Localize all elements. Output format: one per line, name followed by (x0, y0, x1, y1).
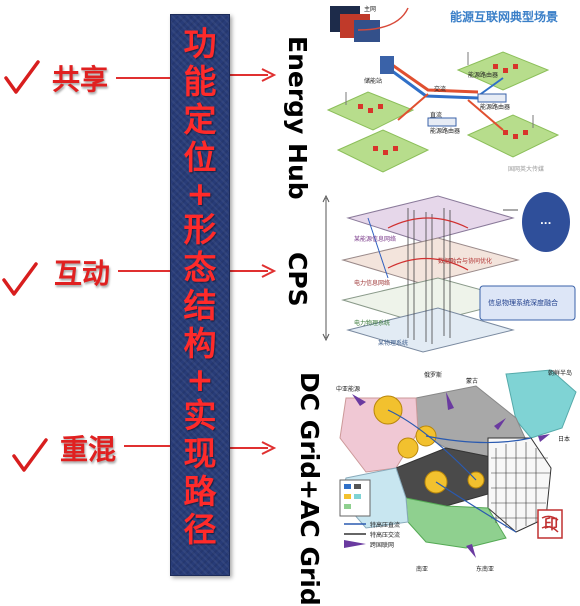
node-label-dc: 直流 (430, 112, 443, 119)
node-label-router: 能源路由器 (480, 104, 511, 111)
bar-char: 径 (183, 510, 217, 549)
cps-layer-label: 某能源信息网络 (354, 236, 397, 243)
node-label-router: 能源路由器 (468, 72, 499, 79)
left-connectors (2, 60, 277, 472)
map-label: 蒙古 (466, 378, 479, 385)
energy-hub-title: 能源互联网典型场景 (450, 10, 559, 24)
node-label-ac: 交流 (434, 86, 447, 93)
bar-char: 构 (183, 324, 217, 363)
node-label-storage: 储能站 (364, 78, 383, 85)
bar-char: 实 (183, 396, 217, 435)
map-label: 朝鲜半岛 (548, 370, 573, 377)
map-label: 南亚 (416, 566, 429, 573)
check-icon (4, 60, 40, 94)
label-energy-hub: Energy Hub (283, 36, 312, 200)
bar-char: 定 (183, 100, 217, 139)
cps-illustration (322, 192, 576, 353)
map-label: 日本 (558, 436, 571, 443)
label-interaction: 互动 (54, 257, 111, 290)
bar-char: 结 (183, 286, 217, 325)
node-label-router: 能源路由器 (430, 128, 461, 135)
bar-char: + (186, 360, 214, 399)
bar-char: 态 (183, 248, 217, 287)
bar-char: 路 (183, 472, 217, 511)
bar-char: 现 (183, 434, 217, 473)
map-label: 中亚能源 (336, 386, 361, 393)
energy-hub-diagram: 能源互联网典型场景 主网 交流 直流 储能站 能源路由器 能源路由器 能源路由器… (318, 0, 580, 180)
map-legend-item: 跨国联网 (370, 542, 395, 549)
bar-char: 功 (183, 24, 217, 63)
map-legend-item: 特高压交流 (370, 532, 401, 539)
label-remix: 重混 (60, 433, 117, 466)
map-label: 俄罗斯 (424, 372, 443, 379)
label-sharing: 共享 (52, 63, 109, 96)
watermark: 国网英大传媒 (508, 166, 545, 173)
energy-hub-illustration (326, 4, 576, 173)
center-bar: 功 能 定 位 + 形 态 结 构 + 实 现 路 径 (170, 14, 230, 576)
node-label-main-grid: 主网 (364, 6, 377, 13)
bar-char: 能 (183, 62, 217, 101)
check-icon (12, 438, 48, 472)
cps-callout: 信息物理系统深度融合 (488, 299, 558, 307)
grid-map: 中亚能源 俄罗斯 蒙古 朝鲜半岛 日本 东南亚 南亚 特高压直流 特高压交流 跨… (326, 368, 580, 580)
seal-stamp: 印 (544, 517, 558, 533)
bar-char: 形 (183, 210, 217, 249)
arrow-right-icon (261, 441, 277, 455)
bar-char: + (186, 174, 214, 213)
cps-layer-label: 某物理系统 (378, 340, 409, 347)
label-dc-ac-grid: DC Grid+AC Grid (295, 372, 324, 606)
cps-bubble-text: ... (540, 216, 552, 227)
cps-side-note: 数据融合与协同优化 (438, 258, 493, 265)
arrow-right-icon (261, 68, 277, 82)
map-legend-item: 特高压直流 (370, 522, 401, 529)
map-label: 东南亚 (476, 566, 495, 573)
cps-layer-label: 电力信息网络 (354, 280, 391, 287)
check-icon (2, 262, 38, 296)
cps-diagram: 某能源信息网络 电力信息网络 电力物理系统 某物理系统 数据融合与协同优化 ..… (318, 188, 580, 356)
arrow-right-icon (261, 264, 277, 278)
bar-char: 位 (183, 138, 217, 177)
label-cps: CPS (283, 252, 312, 307)
cps-layer-label: 电力物理系统 (354, 320, 391, 327)
grid-map-illustration (339, 369, 577, 558)
